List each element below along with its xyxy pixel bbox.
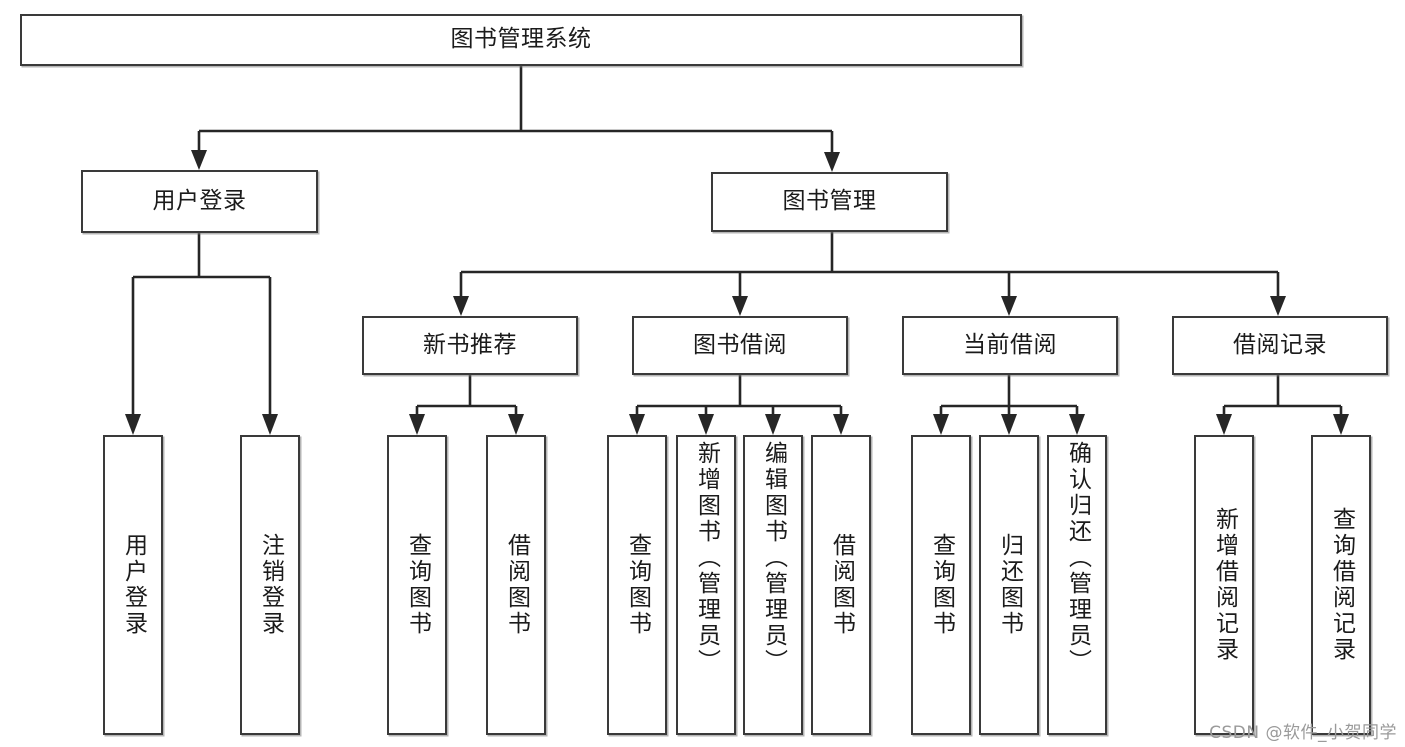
node-leaf-query-book-3[interactable]: 查询图书: [911, 435, 971, 735]
node-label-root: 图书管理系统: [450, 26, 592, 53]
node-borrow-record[interactable]: 借阅记录: [1172, 316, 1388, 375]
node-leaf-borrow-book-1[interactable]: 借阅图书: [486, 435, 546, 735]
node-label-user-login: 用户登录: [152, 187, 247, 214]
node-leaf-logout-login[interactable]: 注销登录: [240, 435, 300, 735]
node-current-borrow[interactable]: 当前借阅: [902, 316, 1118, 375]
node-leaf-edit-book[interactable]: 编辑图书（管理员）: [743, 435, 803, 735]
node-label-leaf-edit-book: 编辑图书（管理员）: [760, 441, 787, 675]
node-label-borrow-record: 借阅记录: [1233, 331, 1327, 358]
node-book-borrow[interactable]: 图书借阅: [632, 316, 848, 375]
node-user-login[interactable]: 用户登录: [81, 170, 318, 233]
node-label-leaf-borrow-book-2: 借阅图书: [828, 533, 855, 637]
node-new-book-recommend[interactable]: 新书推荐: [362, 316, 578, 375]
node-root-system[interactable]: 图书管理系统: [20, 14, 1022, 66]
node-label-book-management: 图书管理: [782, 188, 877, 215]
node-label-leaf-add-book: 新增图书（管理员）: [693, 441, 720, 675]
node-leaf-query-book-1[interactable]: 查询图书: [387, 435, 447, 735]
node-label-leaf-query-record: 查询借阅记录: [1328, 507, 1355, 663]
node-leaf-query-book-2[interactable]: 查询图书: [607, 435, 667, 735]
node-label-leaf-logout-login: 注销登录: [257, 533, 284, 637]
node-leaf-borrow-book-2[interactable]: 借阅图书: [811, 435, 871, 735]
node-label-leaf-query-book-2: 查询图书: [624, 533, 651, 637]
node-leaf-return-book[interactable]: 归还图书: [979, 435, 1039, 735]
node-label-leaf-return-book: 归还图书: [996, 533, 1023, 637]
node-leaf-confirm-return[interactable]: 确认归还（管理员）: [1047, 435, 1107, 735]
node-label-leaf-confirm-return: 确认归还（管理员）: [1064, 441, 1091, 675]
node-label-new-book-recommend: 新书推荐: [423, 331, 517, 358]
node-leaf-add-book[interactable]: 新增图书（管理员）: [676, 435, 736, 735]
node-leaf-query-record[interactable]: 查询借阅记录: [1311, 435, 1371, 735]
node-leaf-user-login[interactable]: 用户登录: [103, 435, 163, 735]
csdn-watermark: CSDN @软件_小贺同学: [1209, 723, 1397, 743]
node-label-leaf-borrow-book-1: 借阅图书: [503, 533, 530, 637]
node-book-management[interactable]: 图书管理: [711, 172, 948, 232]
node-leaf-add-record[interactable]: 新增借阅记录: [1194, 435, 1254, 735]
node-label-leaf-user-login: 用户登录: [120, 533, 147, 637]
node-label-leaf-query-book-1: 查询图书: [404, 533, 431, 637]
node-label-leaf-add-record: 新增借阅记录: [1211, 507, 1238, 663]
node-label-book-borrow: 图书借阅: [693, 331, 787, 358]
node-label-current-borrow: 当前借阅: [963, 331, 1057, 358]
node-label-leaf-query-book-3: 查询图书: [928, 533, 955, 637]
